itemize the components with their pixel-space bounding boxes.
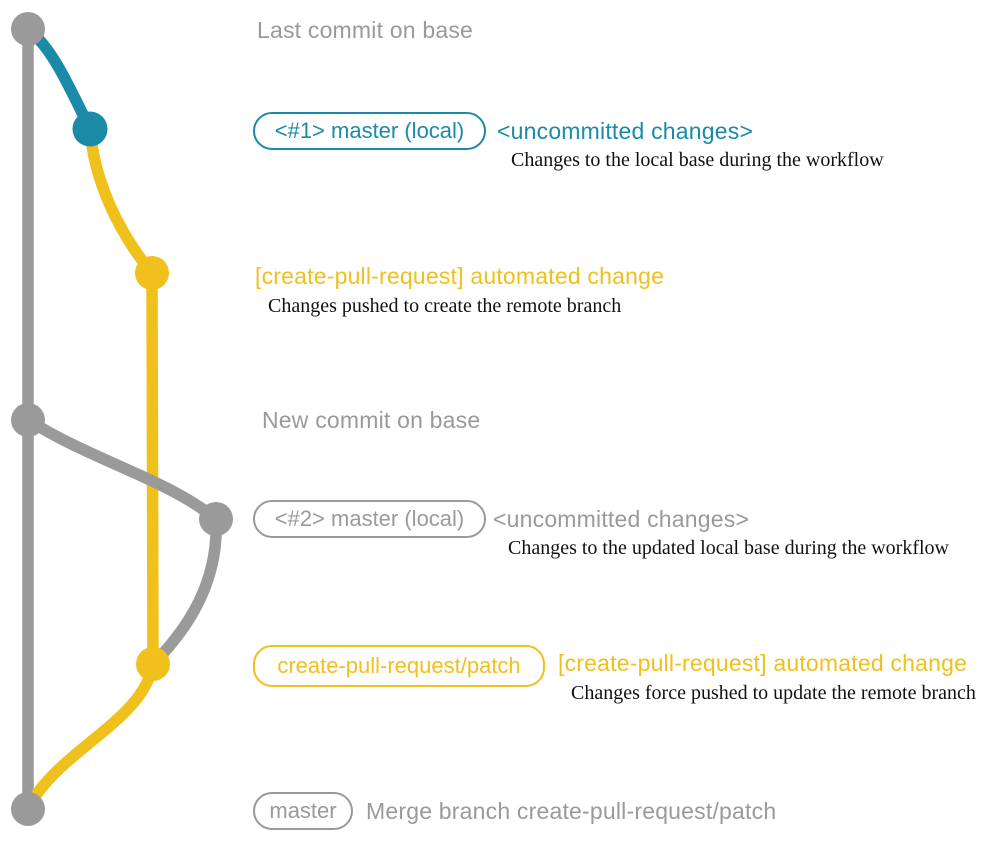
uncommitted-changes-2-description: Changes to the updated local base during… bbox=[508, 537, 949, 559]
branch-tag-master-label: master bbox=[269, 798, 337, 823]
commit-node-new-base bbox=[11, 403, 45, 437]
commit-node-last-base bbox=[11, 12, 45, 46]
last-commit-label: Last commit on base bbox=[257, 17, 474, 43]
branch-tag-master-local-1: <#1> master (local) bbox=[253, 112, 486, 150]
automated-change-1-description: Changes pushed to create the remote bran… bbox=[268, 295, 622, 317]
branch-tag-master-local-2: <#2> master (local) bbox=[253, 500, 486, 538]
uncommitted-changes-1-title: <uncommitted changes> bbox=[497, 118, 754, 144]
branch-tag-master: master bbox=[253, 792, 353, 830]
merge-curve bbox=[23, 658, 159, 812]
local-branch-2-lower-curve bbox=[149, 513, 222, 668]
local-branch-2-upper-curve bbox=[22, 414, 222, 525]
new-commit-label: New commit on base bbox=[262, 407, 481, 433]
uncommitted-changes-1-description: Changes to the local base during the wor… bbox=[511, 149, 884, 171]
automated-change-1-title: [create-pull-request] automated change bbox=[255, 263, 665, 289]
remote-branch-line bbox=[146, 272, 159, 665]
branch-tag-master-local-2-label: <#2> master (local) bbox=[274, 506, 465, 531]
automated-change-2-description: Changes force pushed to update the remot… bbox=[571, 682, 976, 704]
merge-label: Merge branch create-pull-request/patch bbox=[366, 798, 777, 824]
commit-node-automated-change-2 bbox=[136, 647, 170, 681]
branch-tag-create-pull-request-patch: create-pull-request/patch bbox=[253, 645, 545, 687]
local-branch-1-curve bbox=[22, 23, 96, 135]
branch-tag-master-local-1-label: <#1> master (local) bbox=[274, 118, 465, 143]
automated-change-2-title: [create-pull-request] automated change bbox=[558, 650, 968, 676]
commit-node-automated-change-1 bbox=[135, 256, 169, 290]
remote-branch-upper-curve bbox=[84, 123, 158, 279]
uncommitted-changes-2-title: <uncommitted changes> bbox=[493, 506, 750, 532]
commit-node-master-local-1 bbox=[72, 111, 108, 147]
commit-node-merge bbox=[11, 792, 45, 826]
commit-node-master-local-2 bbox=[199, 502, 233, 536]
branch-tag-create-pull-request-patch-label: create-pull-request/patch bbox=[277, 653, 521, 678]
